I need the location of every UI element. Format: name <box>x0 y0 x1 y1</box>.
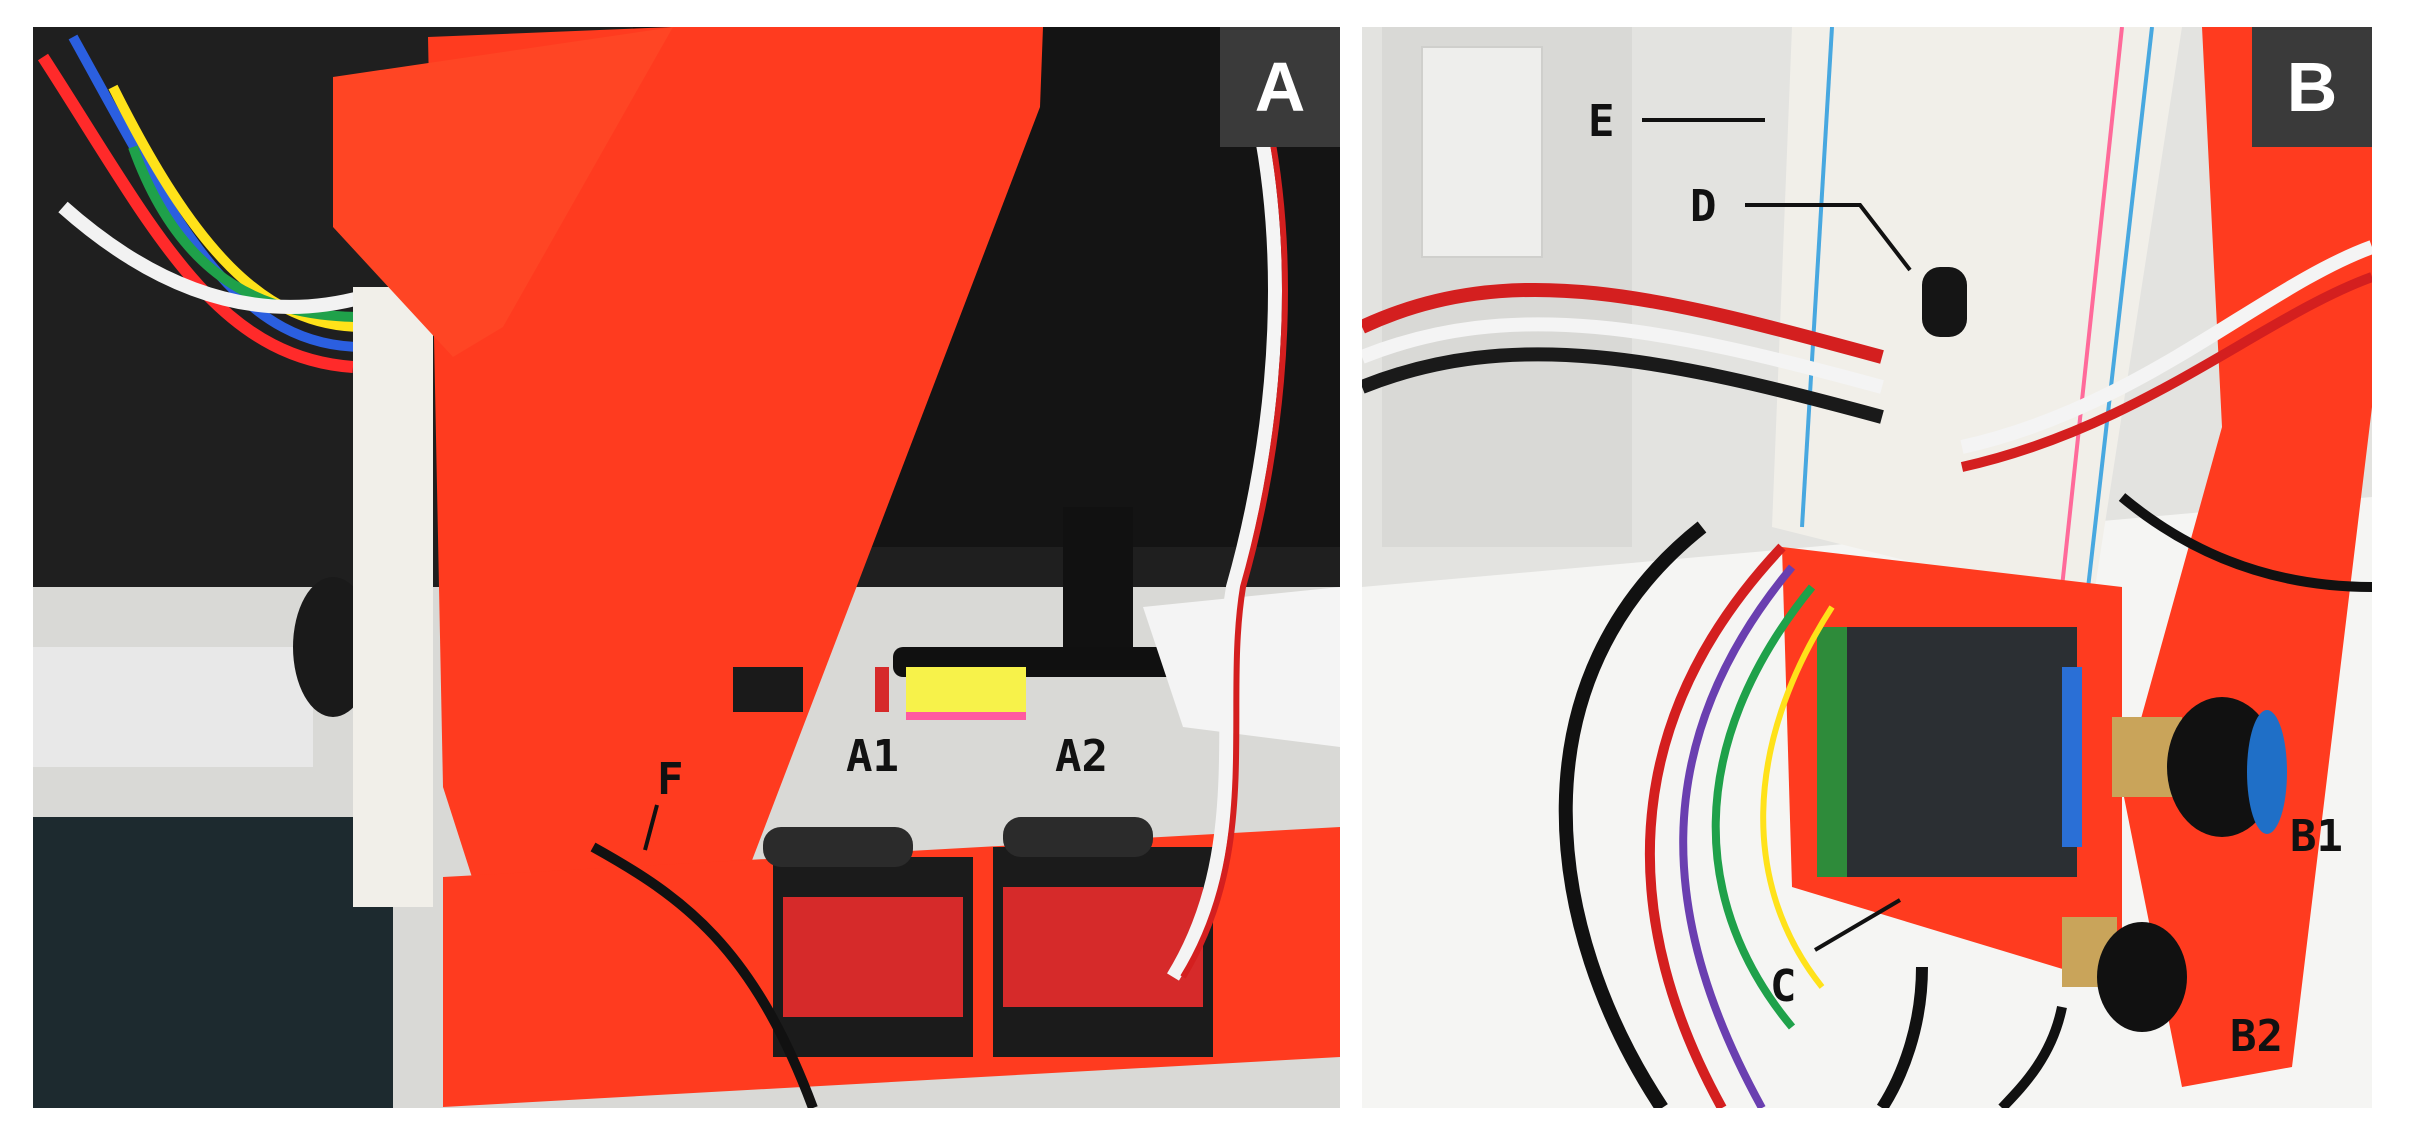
panel-b-label: B <box>2252 27 2372 147</box>
photo-b-illustration <box>1362 27 2372 1108</box>
callout-a2: A2 <box>1055 731 1108 782</box>
callout-d: D <box>1690 181 1717 232</box>
callout-f: F <box>657 754 684 805</box>
photo-panel-a: A <box>33 27 1340 1108</box>
callout-c: C <box>1770 961 1797 1012</box>
photo-panel-b: B <box>1362 27 2372 1108</box>
panel-a-label: A <box>1220 27 1340 147</box>
callout-b1: B1 <box>2290 811 2343 862</box>
photo-a-illustration <box>33 27 1340 1108</box>
callout-a1: A1 <box>846 731 899 782</box>
callout-e: E <box>1588 96 1615 147</box>
callout-b2: B2 <box>2230 1011 2283 1062</box>
